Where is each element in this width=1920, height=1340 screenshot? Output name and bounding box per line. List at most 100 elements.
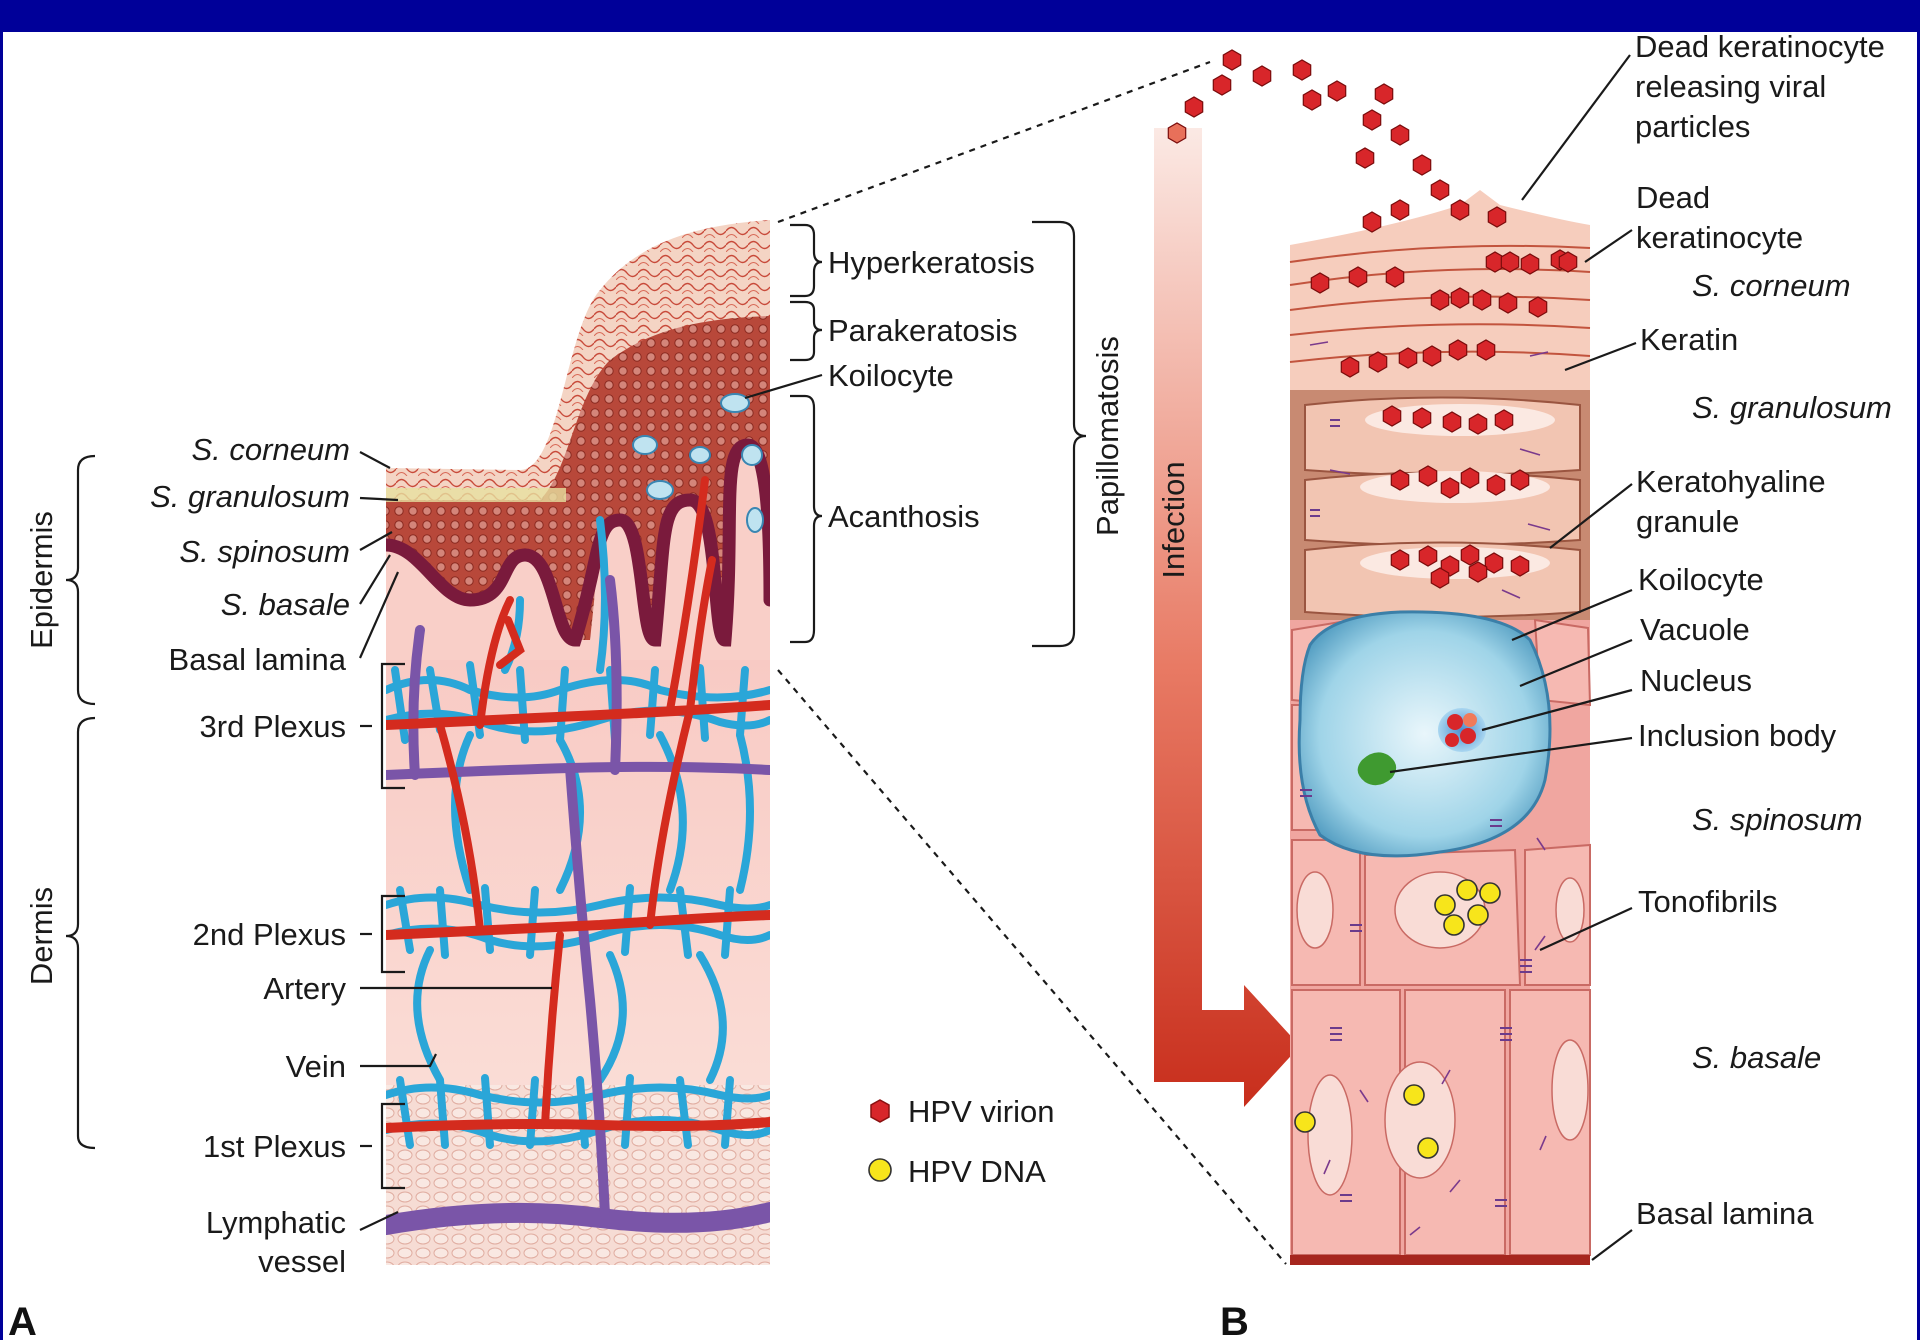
hpv-virion — [1419, 466, 1436, 486]
label-parakeratosis: Parakeratosis — [828, 313, 1018, 348]
hpv-virion — [1369, 352, 1386, 372]
hpv-virion — [1386, 267, 1403, 287]
label-s-spinosum: S. spinosum — [179, 534, 350, 569]
hpv-virion — [1311, 273, 1328, 293]
dermis-label: Dermis — [24, 887, 59, 985]
hpv-virion — [1213, 75, 1230, 95]
layer-s-spinosum: S. spinosum — [1692, 802, 1863, 837]
hpv-virion — [1399, 348, 1416, 368]
hpv-virion — [1375, 84, 1392, 104]
hpv-virion — [1168, 123, 1185, 143]
hpv-virion — [1391, 200, 1408, 220]
hpv-virion — [1383, 406, 1400, 426]
layer-s-corneum: S. corneum — [1692, 268, 1851, 303]
label-artery: Artery — [263, 971, 346, 1006]
label-keratohyaline-2: granule — [1636, 504, 1739, 539]
hpv-virion — [1423, 346, 1440, 366]
label-s-basale: S. basale — [221, 587, 350, 622]
hpv-virion — [1511, 556, 1528, 576]
label-dead-release-1: Dead keratinocyte — [1635, 29, 1885, 64]
hpv-virion — [1441, 478, 1458, 498]
label-dead-2: keratinocyte — [1636, 220, 1803, 255]
label-keratin: Keratin — [1640, 322, 1738, 357]
basal-lamina-b — [1290, 1255, 1590, 1265]
hpv-virion — [1529, 297, 1546, 317]
hpv-virion — [1451, 200, 1468, 220]
hpv-virion — [1293, 60, 1310, 80]
hpv-virion — [1419, 546, 1436, 566]
hpv-virion — [1253, 66, 1270, 86]
label-koilocyte-b: Koilocyte — [1638, 562, 1764, 597]
layer-s-basale: S. basale — [1692, 1040, 1821, 1075]
hpv-virion — [1349, 267, 1366, 287]
hpv-virion — [1469, 414, 1486, 434]
hpv-virion — [1559, 252, 1576, 272]
label-s-granulosum: S. granulosum — [150, 479, 350, 514]
hpv-virion — [1431, 180, 1448, 200]
hpv-virion — [1431, 290, 1448, 310]
hpv-virion — [1501, 252, 1518, 272]
hpv-virion — [1413, 155, 1430, 175]
legend-dna-label: HPV DNA — [908, 1154, 1046, 1189]
label-basal-lamina-b: Basal lamina — [1636, 1196, 1814, 1231]
hpv-virion — [1488, 207, 1505, 227]
hpv-virion — [1521, 254, 1538, 274]
label-basal-lamina-a: Basal lamina — [169, 642, 347, 677]
hpv-virion — [1473, 290, 1490, 310]
hpv-virion — [1391, 125, 1408, 145]
koilocyte-cell — [1299, 612, 1550, 856]
label-hyperkeratosis: Hyperkeratosis — [828, 245, 1035, 280]
hpv-virion — [1511, 470, 1528, 490]
label-koilocyte-a: Koilocyte — [828, 358, 954, 393]
label-vacuole: Vacuole — [1640, 612, 1750, 647]
hpv-virion — [1303, 90, 1320, 110]
hpv-dna-icon — [869, 1159, 891, 1181]
hpv-virion — [1391, 470, 1408, 490]
panel-b-letter: B — [1220, 1300, 1249, 1340]
hpv-virion — [1487, 475, 1504, 495]
hpv-virion — [1485, 553, 1502, 573]
label-lymphatic-line1: Lymphatic — [206, 1205, 346, 1240]
hpv-virion — [1451, 288, 1468, 308]
hpv-virion — [1413, 408, 1430, 428]
hpv-virion — [1469, 562, 1486, 582]
hpv-virion — [1495, 410, 1512, 430]
hpv-virion — [1431, 568, 1448, 588]
label-dead-release-3: particles — [1635, 109, 1750, 144]
infection-label: Infection — [1156, 461, 1191, 578]
hpv-virion — [1443, 412, 1460, 432]
legend-virion-label: HPV virion — [908, 1094, 1054, 1129]
epidermis-label: Epidermis — [24, 511, 59, 649]
label-tonofibrils: Tonofibrils — [1638, 884, 1778, 919]
label-dead-1: Dead — [1636, 180, 1710, 215]
hpv-virion — [1477, 340, 1494, 360]
koilocyte-nucleus — [1438, 708, 1486, 752]
hpv-virion — [1328, 81, 1345, 101]
label-nucleus: Nucleus — [1640, 663, 1752, 698]
label-lymphatic-line2: vessel — [258, 1244, 346, 1279]
label-keratohyaline-1: Keratohyaline — [1636, 464, 1826, 499]
label-papillomatosis: Papillomatosis — [1090, 336, 1125, 536]
hpv-virion — [1363, 110, 1380, 130]
panel-a-letter: A — [8, 1300, 37, 1340]
label-2nd-plexus: 2nd Plexus — [193, 917, 346, 952]
hpv-virion — [1356, 148, 1373, 168]
label-dead-release-2: releasing viral — [1635, 69, 1826, 104]
hpv-virion — [1341, 357, 1358, 377]
hpv-virion — [1391, 550, 1408, 570]
hpv-virion — [1223, 50, 1240, 70]
hpv-virion — [1363, 212, 1380, 232]
hpv-virion — [1185, 97, 1202, 117]
label-1st-plexus: 1st Plexus — [203, 1129, 346, 1164]
label-vein: Vein — [286, 1049, 346, 1084]
hpv-virion — [1461, 545, 1478, 565]
label-3rd-plexus: 3rd Plexus — [200, 709, 346, 744]
hpv-virion-icon — [871, 1100, 889, 1122]
layer-s-granulosum: S. granulosum — [1692, 390, 1892, 425]
label-inclusion-body: Inclusion body — [1638, 718, 1837, 753]
label-s-corneum: S. corneum — [191, 432, 350, 467]
hpv-virion — [1499, 293, 1516, 313]
label-acanthosis: Acanthosis — [828, 499, 980, 534]
hpv-virion — [1461, 468, 1478, 488]
